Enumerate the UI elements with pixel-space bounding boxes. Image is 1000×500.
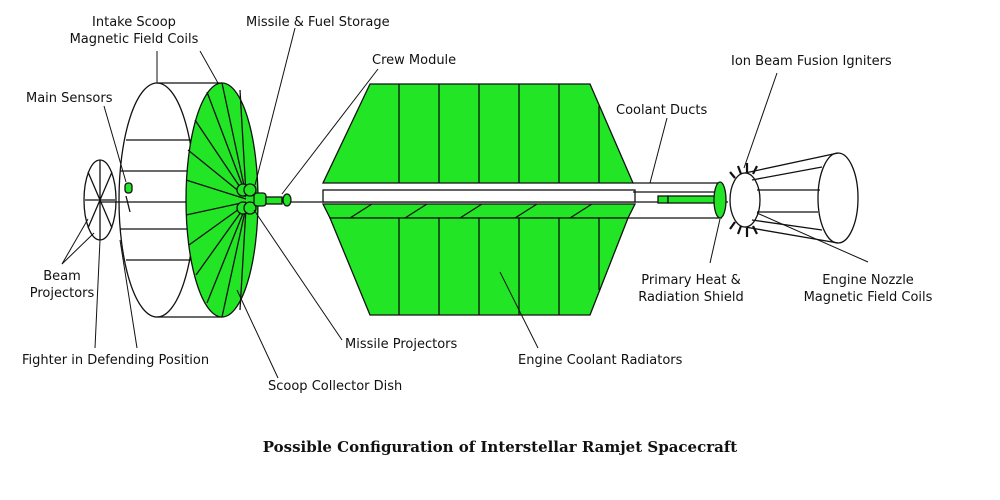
intake-scoop-coils bbox=[118, 82, 222, 318]
ion-beam-igniters bbox=[729, 163, 758, 237]
leader-crew-module bbox=[281, 68, 379, 195]
leader-ion bbox=[743, 72, 778, 169]
leader-nozzle bbox=[756, 212, 869, 263]
leader-fighter bbox=[94, 239, 101, 349]
label-crew-module: Crew Module bbox=[372, 53, 457, 68]
label-coolant-ducts: Coolant Ducts bbox=[616, 103, 708, 118]
scoop-collector-dish bbox=[185, 82, 259, 318]
leader-missile-fuel bbox=[254, 27, 296, 186]
figure-caption: Possible Configuration of Interstellar R… bbox=[262, 438, 738, 456]
label-scoop-dish: Scoop Collector Dish bbox=[268, 379, 403, 394]
label-intake-scoop: Intake Scoop Magnetic Field Coils bbox=[69, 15, 199, 47]
leader-sensors bbox=[103, 105, 127, 183]
leader-coolant-ducts bbox=[649, 117, 668, 184]
leader-beam bbox=[61, 218, 89, 265]
engine-nozzle bbox=[729, 152, 859, 244]
coolant-ducts bbox=[628, 182, 722, 219]
label-engine-nozzle: Engine Nozzle Magnetic Field Coils bbox=[803, 273, 933, 305]
leader-dish bbox=[236, 289, 279, 379]
upper-radiator bbox=[321, 83, 634, 184]
label-missile-projectors: Missile Projectors bbox=[345, 337, 458, 352]
leader-missile-proj bbox=[253, 209, 343, 341]
label-missile-fuel: Missile & Fuel Storage bbox=[246, 15, 390, 30]
label-primary-shield: Primary Heat & Radiation Shield bbox=[638, 273, 744, 305]
crew-module-band bbox=[321, 189, 637, 219]
missile-fuel-storage bbox=[236, 183, 292, 215]
main-sensors bbox=[124, 182, 133, 194]
leader-engine-coolant bbox=[499, 271, 539, 349]
label-engine-coolant: Engine Coolant Radiators bbox=[518, 353, 683, 368]
label-main-sensors: Main Sensors bbox=[26, 91, 113, 106]
label-beam-projectors: Beam Projectors bbox=[29, 269, 95, 301]
fighter-disc bbox=[83, 159, 117, 241]
primary-heat-shield bbox=[713, 181, 727, 219]
engine-coolant-radiators bbox=[329, 217, 629, 316]
label-fighter: Fighter in Defending Position bbox=[22, 353, 210, 368]
leader-shield bbox=[709, 218, 721, 264]
label-ion-igniters: Ion Beam Fusion Igniters bbox=[731, 54, 892, 69]
